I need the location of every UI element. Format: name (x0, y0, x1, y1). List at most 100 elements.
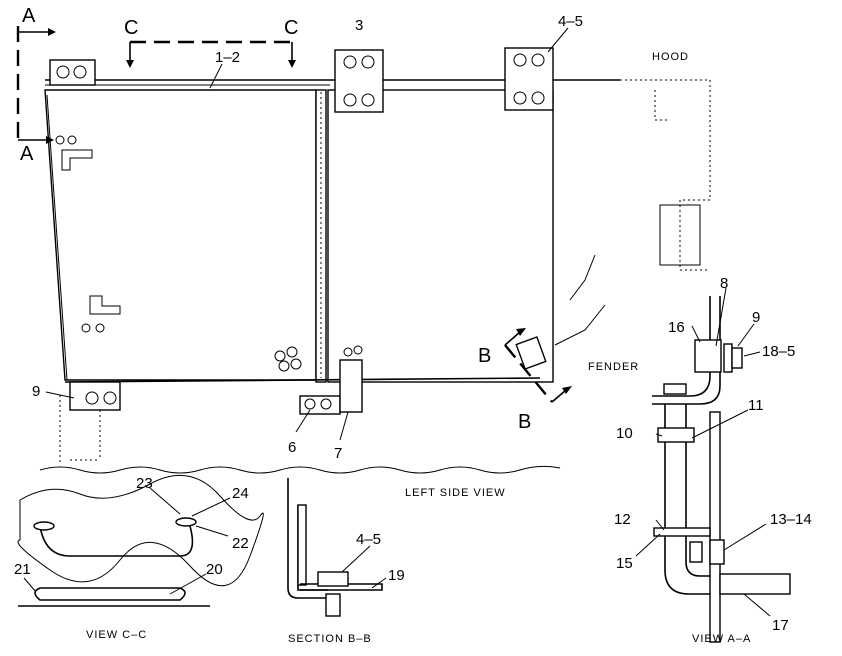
section-bb-panel (287, 478, 338, 599)
view-aa-caption: VIEW A–A (692, 633, 751, 645)
bolt-icon (290, 358, 302, 370)
callout-17: 17 (772, 617, 789, 634)
upper-latch-handle (61, 149, 93, 171)
section-b-arrow-top (504, 331, 521, 346)
view-aa-plate (709, 411, 721, 643)
left-door-panel (44, 89, 317, 381)
callout-15: 15 (616, 555, 633, 572)
leader-line (715, 287, 727, 347)
bottom-left-bracket (69, 381, 121, 411)
callout-23: 23 (136, 475, 153, 492)
section-bb: 4–5 19 SECTION B–B (287, 478, 405, 645)
bracket-7 (339, 359, 363, 413)
hood-outline (620, 79, 711, 271)
arrow-head-icon (48, 28, 56, 36)
bolt-icon (361, 55, 375, 69)
view-c-right-marker: C (284, 17, 298, 39)
bolt-icon (343, 55, 357, 69)
view-cc-grommet-right (175, 517, 197, 527)
leader-line (191, 497, 231, 517)
bolt-icon (85, 391, 99, 405)
leader-line (655, 519, 665, 531)
leader-line (737, 323, 755, 347)
callout-7: 7 (334, 445, 342, 462)
arrow-head-icon (562, 386, 572, 394)
view-cc-handle-folded (34, 587, 186, 601)
callout-16: 16 (668, 319, 685, 336)
leader-line (547, 27, 569, 53)
callout-3: 3 (355, 17, 363, 34)
callout-6: 6 (288, 439, 296, 456)
view-aa-plate-12 (653, 527, 711, 537)
bolt-icon (103, 391, 117, 405)
leader-line (371, 577, 387, 589)
view-aa-upper-bracket (652, 296, 711, 397)
bolt-icon (513, 91, 527, 105)
leader-line (691, 325, 701, 343)
bolt-icon (343, 93, 357, 107)
bolt-icon (304, 398, 316, 410)
view-aa-nut (731, 347, 743, 369)
bolt-icon (278, 360, 290, 372)
bolt-icon (343, 347, 353, 357)
callout-20: 20 (206, 561, 223, 578)
view-aa: 16 8 9 18–5 10 11 12 13–14 15 17 VIEW A–… (614, 275, 812, 645)
leader-line (691, 409, 749, 439)
view-aa-clip (663, 383, 687, 395)
left-side-view-caption: LEFT SIDE VIEW (405, 487, 506, 499)
view-cc-handle (39, 525, 194, 557)
callout-22: 22 (232, 535, 249, 552)
callout-1-2: 1–2 (215, 49, 240, 66)
right-door-panel (327, 89, 554, 383)
section-bb-bolt (325, 593, 341, 617)
section-b-cut-line (504, 344, 553, 403)
fender-lines (554, 254, 606, 346)
left-door-edge (46, 94, 68, 381)
leader-line (45, 391, 75, 399)
bolt-icon (353, 345, 363, 355)
view-cc-breakout (17, 474, 264, 587)
callout-10: 10 (616, 425, 633, 442)
bracket-4-5 (504, 47, 554, 111)
callout-21: 21 (14, 561, 31, 578)
hood-support (659, 204, 701, 266)
leader-line (339, 411, 349, 441)
leader-line (635, 533, 661, 557)
view-aa-washer (723, 343, 733, 373)
latch-bolt-icon (67, 135, 77, 145)
leader-line (195, 525, 229, 537)
arrow-head-icon (46, 136, 54, 144)
leader-line (295, 409, 311, 433)
view-cc-caption: VIEW C–C (86, 629, 147, 641)
callout-11: 11 (748, 397, 764, 414)
section-b-top-marker: B (478, 345, 491, 367)
arrow-head-icon (516, 328, 526, 336)
hinge-strip (315, 89, 327, 383)
section-bb-nut (317, 571, 349, 587)
lower-latch-handle (89, 295, 121, 315)
view-aa-upper-bracket-outer (652, 296, 721, 405)
latch-bolt-icon (55, 135, 65, 145)
bottom-rail (64, 377, 541, 383)
fender-caption: FENDER (588, 361, 639, 373)
bolt-icon (274, 350, 286, 362)
view-aa-block-16 (694, 339, 722, 373)
leader-line (655, 433, 663, 437)
callout-8: 8 (720, 275, 728, 292)
view-aa-part-17 (719, 573, 791, 595)
leader-line (149, 487, 181, 515)
section-b-arrow-bottom (551, 389, 567, 403)
callout-13-14: 13–14 (770, 511, 812, 528)
bolt-icon (513, 53, 527, 67)
view-aa-collar-10 (657, 427, 695, 443)
view-a-bottom-marker: A (20, 143, 34, 165)
break-line (39, 465, 561, 474)
hood-caption: HOOD (652, 51, 689, 63)
bolt-icon (531, 53, 545, 67)
bracket-3 (334, 49, 384, 113)
section-bb-seal (297, 504, 307, 586)
bolt-icon (361, 93, 375, 107)
section-bb-caption: SECTION B–B (288, 633, 372, 645)
view-aa-hook-inner (685, 540, 710, 577)
